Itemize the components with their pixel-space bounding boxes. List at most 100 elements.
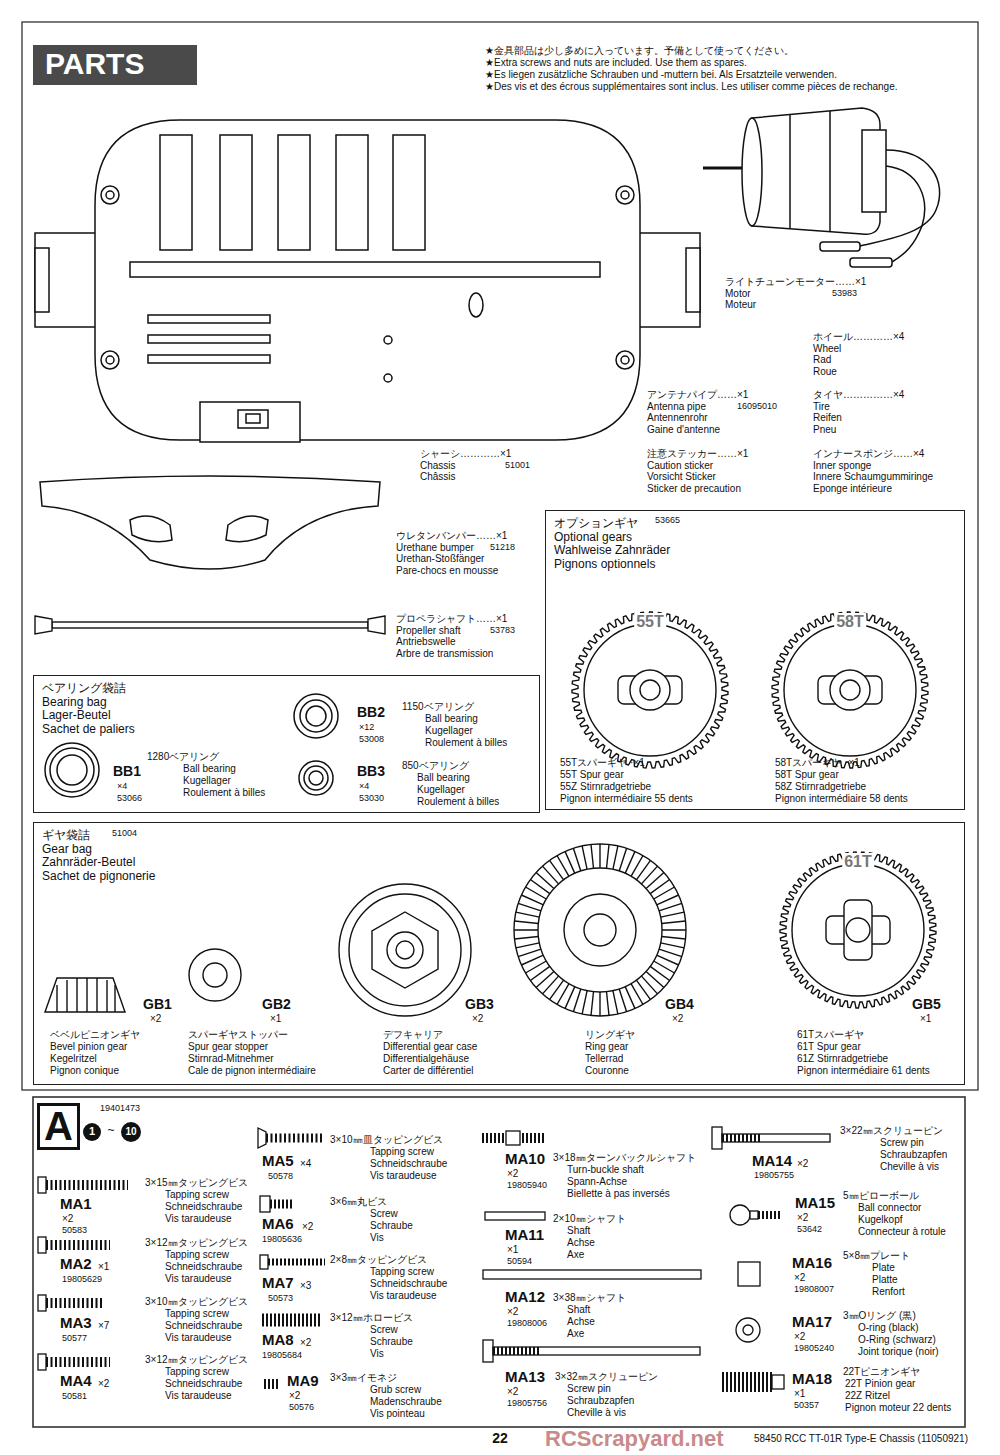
part-label: ホイール…………×4	[813, 331, 904, 343]
part-label: 22Z Ritzel	[845, 1390, 890, 1402]
screw-drawings	[38, 1127, 830, 1389]
part-label: 53066	[117, 793, 142, 803]
drawing-part	[730, 1205, 750, 1225]
drawing-part	[35, 248, 49, 312]
drawing-part	[469, 293, 483, 317]
part-code: MA17	[792, 1313, 832, 1330]
drawing-part	[830, 670, 870, 710]
part-label: Tapping screw	[165, 1249, 229, 1261]
part-label: Vis taraudeuse	[165, 1390, 232, 1402]
part-label: Sticker de precaution	[647, 483, 741, 495]
part-code: MA6	[262, 1215, 294, 1232]
part-label: 3㎜Oリング (黒)	[843, 1310, 916, 1322]
part-label: シャーシ…………×1	[420, 448, 511, 460]
part-code: 58T	[834, 613, 866, 631]
part-label: ★Es liegen zusätzliche Schrauben und -mu…	[485, 69, 837, 81]
drawing-part	[564, 894, 636, 966]
drawing-part	[38, 1354, 46, 1370]
drawing-part	[336, 135, 368, 250]
part-code: 61T	[842, 853, 874, 871]
part-label: Differentialgehäuse	[383, 1053, 469, 1065]
part-label: 55Tスパーギヤ ·×1	[560, 757, 645, 769]
box-heading: Wahlweise Zahnräder	[554, 544, 956, 558]
part-label: 50577	[62, 1333, 87, 1343]
watermark: RCScrapyard.net	[545, 1426, 724, 1451]
part-label: Schraube	[370, 1336, 413, 1348]
drawing-part	[101, 351, 119, 369]
part-label: Spann-Achse	[567, 1176, 627, 1188]
drawing-part	[38, 1177, 46, 1193]
part-label: 850ベアリング	[402, 760, 469, 772]
part-label: 58Z Stirnradgetriebe	[775, 781, 866, 793]
drawing-part	[722, 1134, 830, 1142]
drawing-part	[46, 1240, 110, 1250]
drawing-part	[616, 186, 634, 204]
drawing-part	[226, 516, 268, 542]
part-label: 55Z Stirnradgetriebe	[560, 781, 651, 793]
part-label: アンテナパイプ……×1	[647, 389, 748, 401]
drawing-part	[160, 135, 192, 250]
part-label: Kugelkopf	[858, 1214, 902, 1226]
part-label: Shaft	[567, 1304, 590, 1316]
drawing-part	[618, 676, 682, 704]
drawing-part	[35, 233, 101, 327]
box-heading: Sachet de pignonerie	[42, 870, 956, 884]
drawing-part	[33, 1097, 965, 1427]
drawing-part	[772, 612, 928, 768]
part-label: Screw pin	[567, 1383, 611, 1395]
drawing-part	[483, 1340, 493, 1362]
drawing-part	[258, 1128, 266, 1148]
drawing-part	[106, 356, 114, 364]
part-label: Caution sticker	[647, 460, 713, 472]
part-label: 53008	[359, 734, 384, 744]
part-label: Arbre de transmission	[396, 648, 493, 660]
part-label: 19808006	[507, 1318, 547, 1328]
part-code: MA1	[60, 1195, 92, 1212]
part-label: Pignon intermédiaire 61 dents	[797, 1065, 930, 1077]
part-label: Chassis	[420, 460, 456, 472]
drawing-part	[621, 356, 629, 364]
part-label: 19805755	[754, 1170, 794, 1180]
drawing-part	[840, 680, 860, 700]
part-label: Ball bearing	[183, 763, 236, 775]
part-label: Turn-buckle shaft	[567, 1164, 644, 1176]
part-label: 3×22㎜スクリューピン	[840, 1125, 943, 1137]
drawing-part	[45, 743, 99, 797]
drawing-part	[38, 1295, 46, 1311]
part-label: Biellette à pas inversés	[567, 1188, 670, 1200]
part-label: Roulement à billes	[417, 796, 499, 808]
part-label: Tapping screw	[370, 1146, 434, 1158]
drawing-part	[264, 1379, 280, 1389]
part-code: BB2	[357, 704, 385, 720]
part-label: Propeller shaft	[396, 625, 460, 637]
box-heading: A	[40, 1106, 77, 1147]
part-label: 1280ベアリング	[147, 751, 219, 763]
part-label: Vis taraudeuse	[165, 1332, 232, 1344]
drawing-part	[846, 918, 870, 942]
part-label: ×2	[797, 1212, 808, 1224]
drawing-part	[584, 914, 616, 946]
part-label: Spur gear stopper	[188, 1041, 268, 1053]
drawing-part	[686, 248, 700, 312]
drawing-part	[387, 932, 423, 968]
part-label: Axe	[567, 1249, 584, 1261]
part-label: Vis taraudeuse	[165, 1273, 232, 1285]
part-label: Vis taraudeuse	[165, 1213, 232, 1225]
part-code: BB3	[357, 763, 385, 779]
part-label: Moteur	[725, 299, 756, 311]
part-label: Madenschraube	[370, 1396, 442, 1408]
part-label: Roulement à billes	[183, 787, 265, 799]
drawing-part	[772, 1375, 784, 1389]
part-label: 50357	[794, 1400, 819, 1410]
part-label: Antriebswelle	[396, 636, 455, 648]
box-heading: ベアリング袋詰	[42, 682, 531, 696]
part-label: Châssis	[420, 471, 456, 483]
part-label: Gaine d'antenne	[647, 424, 720, 436]
part-label: Pignon intermédiaire 55 dents	[560, 793, 693, 805]
box-heading: Gear bag	[42, 843, 956, 857]
part-label: タイヤ……………×4	[813, 389, 904, 401]
part-label: 19805636	[262, 1234, 302, 1244]
part-code: MA11	[505, 1226, 544, 1243]
drawing-part	[220, 135, 252, 250]
part-label: Plate	[872, 1262, 895, 1274]
